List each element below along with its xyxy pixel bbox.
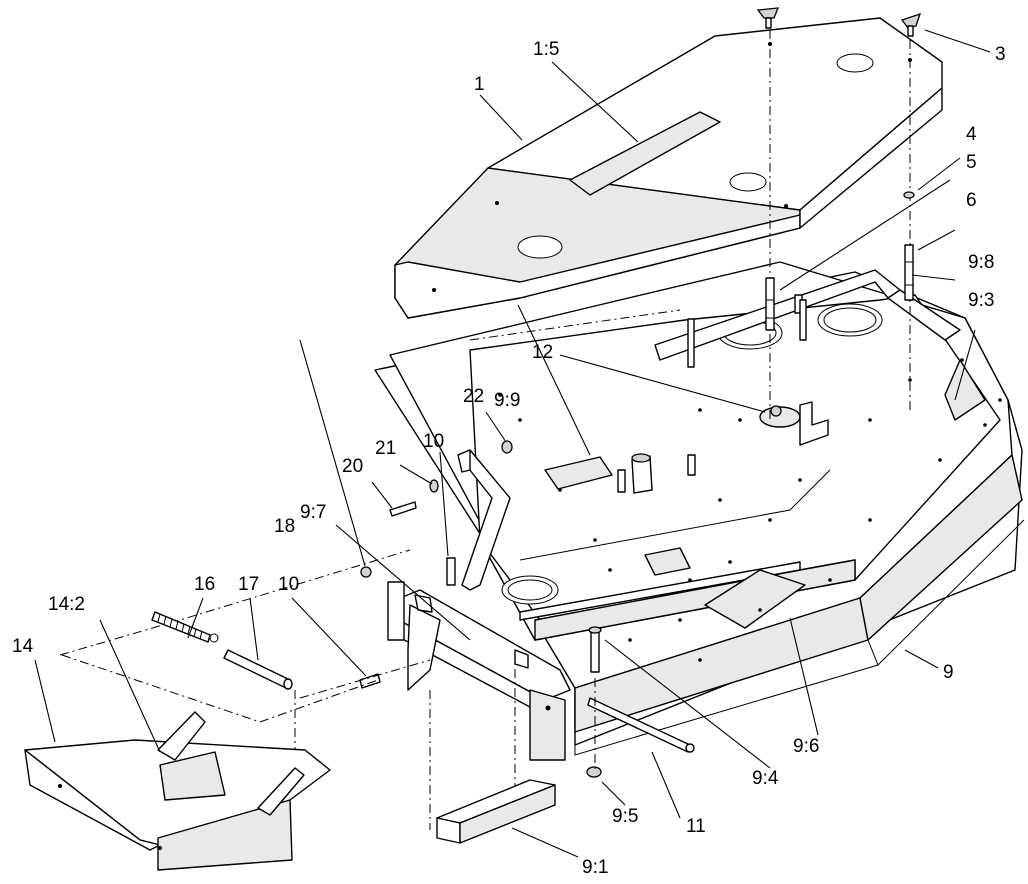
callout-18: 18 <box>274 516 295 537</box>
callout-20: 20 <box>342 456 363 477</box>
callout-17: 17 <box>238 574 259 595</box>
callout-14: 14 <box>12 636 34 657</box>
nut-9-5 <box>586 766 602 778</box>
callout-1-5: 1:5 <box>533 39 559 60</box>
callout-9-8: 9:8 <box>968 252 994 273</box>
bolt-10-lower <box>359 673 381 689</box>
standoff-6 <box>904 244 914 301</box>
knob-left <box>756 7 780 29</box>
callout-9-3: 9:3 <box>968 290 994 311</box>
washer <box>903 191 915 199</box>
callout-9: 9 <box>943 662 954 683</box>
callout-11: 11 <box>686 816 706 837</box>
callout-5: 5 <box>966 152 977 173</box>
knob-right <box>900 12 922 37</box>
callout-22: 22 <box>463 386 484 407</box>
nut-22 <box>501 440 513 454</box>
callout-3: 3 <box>995 44 1006 65</box>
callout-9-4: 9:4 <box>752 768 779 789</box>
bolt-20 <box>389 501 417 517</box>
callout-16: 16 <box>194 574 215 595</box>
callout-21: 21 <box>375 438 396 459</box>
washer-21 <box>429 479 439 493</box>
deck-cover <box>394 17 943 319</box>
callout-9-1: 9:1 <box>582 857 608 878</box>
callout-9-7: 9:7 <box>300 502 326 523</box>
mower-deck <box>374 261 1025 756</box>
leader-lines <box>34 29 991 858</box>
callout-12: 12 <box>532 342 553 363</box>
callout-6: 6 <box>966 190 977 211</box>
callout-1: 1 <box>474 74 485 95</box>
callout-4: 4 <box>966 124 977 145</box>
spring-16 <box>151 611 219 643</box>
deflector-chute <box>24 711 331 871</box>
front-bracket <box>387 449 571 761</box>
nut-18 <box>360 566 372 578</box>
callout-14-2: 14:2 <box>48 594 85 615</box>
callout-9-9: 9:9 <box>494 390 520 411</box>
standoff-5 <box>765 277 775 331</box>
callout-10-upper: 10 <box>423 431 444 452</box>
callout-10-lower: 10 <box>278 574 299 595</box>
bolt-10-upper <box>446 557 456 586</box>
callout-9-5: 9:5 <box>612 806 638 827</box>
callout-9-6: 9:6 <box>793 736 819 757</box>
bottom-bracket <box>436 779 556 844</box>
bolt-9-4 <box>590 631 600 673</box>
